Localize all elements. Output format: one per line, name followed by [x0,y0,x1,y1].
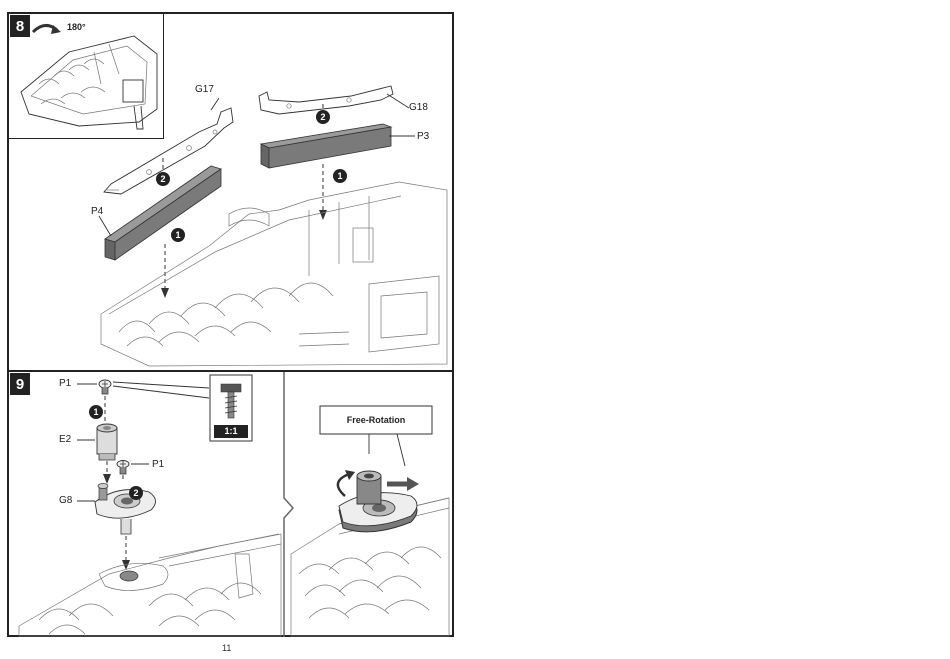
step-9-panel-divider [284,372,293,637]
order-marker-1-p3: 1 [333,169,347,183]
label-p3: P3 [417,131,429,142]
instruction-page: 8 180° 9 [7,12,454,637]
label-g8: G8 [59,495,72,506]
order-marker-2-g8: 2 [129,486,143,500]
inset-chassis-illustration [21,36,157,129]
label-e2: E2 [59,434,71,445]
leader-g17 [211,98,219,110]
inset-rotate-arrow-icon [33,25,61,34]
order-marker-1-p4: 1 [171,228,185,242]
step-9-left-chassis-illustration [19,534,281,636]
label-g18: G18 [409,102,428,113]
page-number: 11 [222,643,231,653]
free-rotation-label: Free-Rotation [320,406,432,434]
assembly-illustration [9,14,456,639]
leader-g18 [387,94,409,108]
leader-scale-b [113,386,209,398]
label-g17: G17 [195,84,214,95]
leader-p4 [99,216,111,236]
part-e2-hinge [97,424,117,460]
order-marker-2-g17: 2 [156,172,170,186]
label-p1-mid: P1 [152,459,164,470]
part-p1-screw-top [99,380,111,394]
order-marker-2-g18: 2 [316,110,330,124]
order-marker-1-e2: 1 [89,405,103,419]
scale-label: 1:1 [214,425,248,438]
label-p1-top: P1 [59,378,71,389]
mounted-e2-hinge [357,471,381,504]
step-9-placement-arrows [103,396,130,570]
leader-scale-a [113,382,209,388]
part-p3-bar [261,124,391,168]
part-g8-swivel [95,484,156,535]
part-p1-screw-mid [117,461,129,475]
label-p4: P4 [91,206,103,217]
